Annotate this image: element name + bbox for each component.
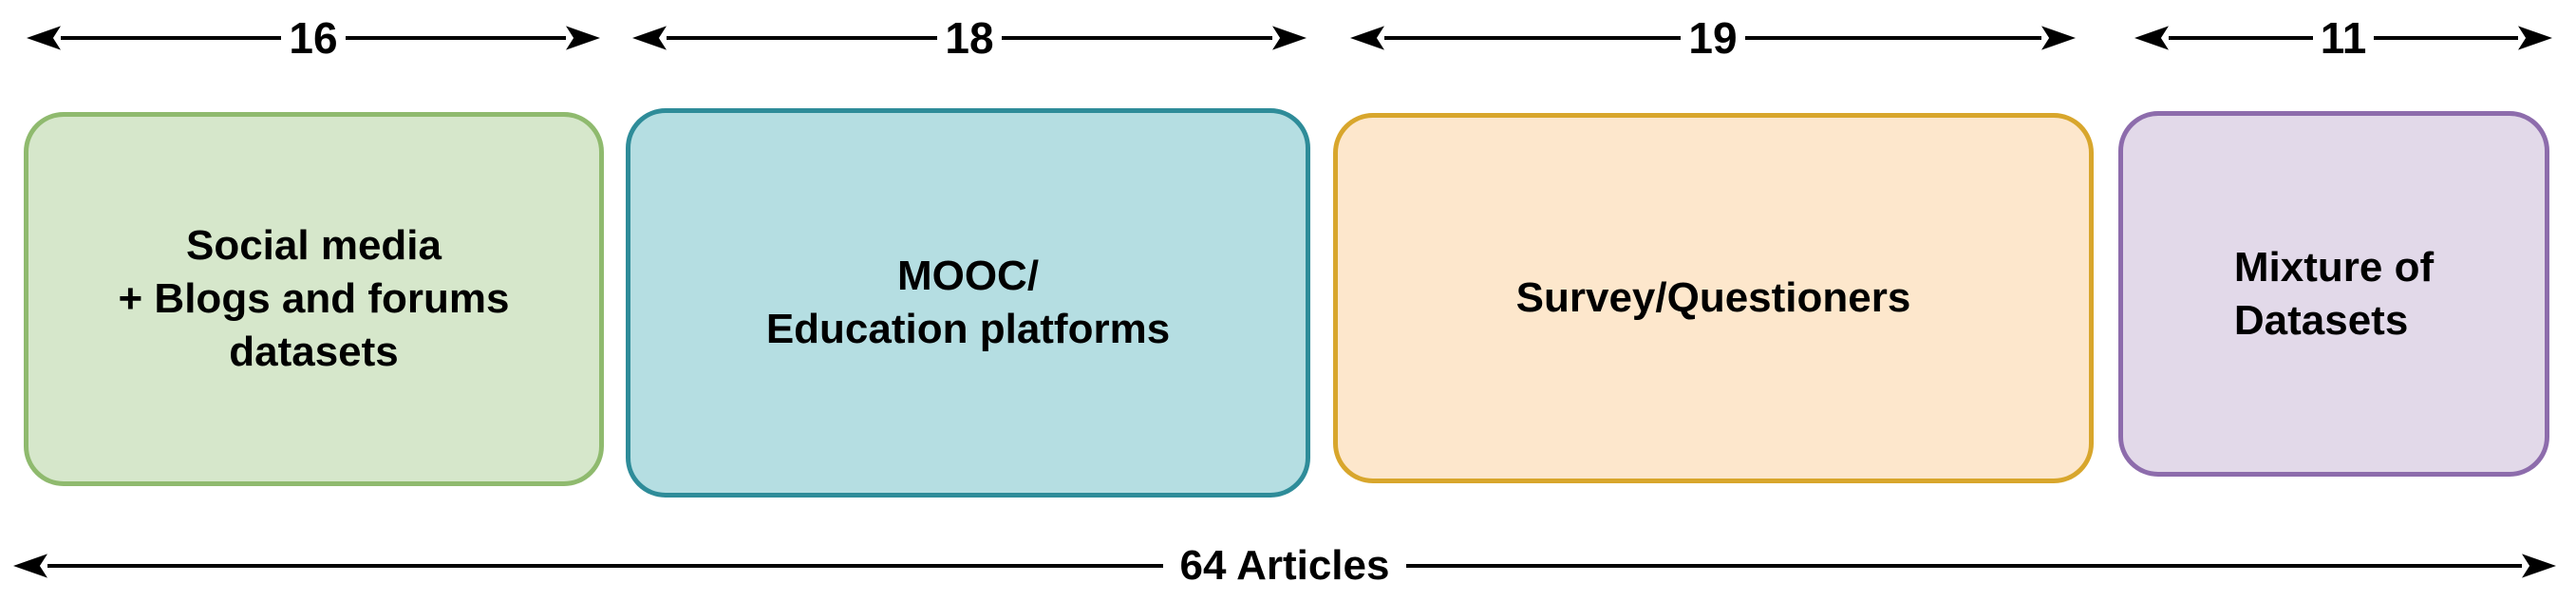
arrowhead-right-icon [566, 26, 601, 50]
category-label: Social media + Blogs and forums datasets [119, 219, 510, 379]
category-label: MOOC/ Education platforms [766, 250, 1170, 356]
arrowhead-left-icon [632, 26, 667, 50]
count-arrow-social-media: 16 [27, 16, 601, 60]
arrowhead-right-icon [2522, 554, 2557, 578]
count-label: 19 [1688, 13, 1738, 63]
category-box-mixture: Mixture of Datasets [2118, 111, 2549, 477]
label-line: + Blogs and forums [118, 275, 510, 323]
count-arrow-mixture: 11 [2134, 16, 2553, 60]
arrowhead-left-icon [1350, 26, 1384, 50]
arrow-line [1744, 36, 2042, 40]
count-arrow-mooc: 18 [632, 16, 1307, 60]
category-label: Mixture of Datasets [2234, 241, 2434, 347]
arrowhead-left-icon [2134, 26, 2169, 50]
label-line: Datasets [2233, 296, 2409, 344]
arrowhead-left-icon [13, 554, 47, 578]
label-line: Mixture of [2233, 243, 2435, 291]
arrowhead-right-icon [2041, 26, 2077, 50]
arrowhead-left-icon [27, 26, 61, 50]
label-line: Social media [185, 222, 442, 270]
arrowhead-right-icon [2518, 26, 2553, 50]
arrowhead-right-icon [1272, 26, 1307, 50]
arrow-line [1406, 564, 2523, 568]
category-box-social-media: Social media + Blogs and forums datasets [24, 112, 604, 486]
label-line: MOOC/ [896, 253, 1040, 300]
arrow-line [2374, 36, 2519, 40]
count-arrow-survey: 19 [1350, 16, 2077, 60]
count-label: 18 [945, 13, 994, 63]
label-line: Education platforms [765, 306, 1171, 352]
category-label: Survey/Questioners [1516, 272, 1911, 325]
category-box-mooc: MOOC/ Education platforms [626, 108, 1310, 498]
category-box-survey: Survey/Questioners [1333, 113, 2094, 483]
arrow-line [1001, 36, 1273, 40]
total-articles-label: 64 Articles [1179, 542, 1390, 589]
count-label: 16 [289, 13, 338, 63]
arrow-line [2169, 36, 2313, 40]
arrow-line [345, 36, 567, 40]
count-label: 11 [2320, 13, 2367, 63]
arrow-line [61, 36, 282, 40]
total-articles-arrow: 64 Articles [13, 542, 2557, 589]
arrow-line [667, 36, 938, 40]
arrow-line [1384, 36, 1682, 40]
label-line: Survey/Questioners [1515, 274, 1911, 322]
label-line: datasets [229, 328, 399, 375]
arrow-line [47, 564, 1163, 568]
